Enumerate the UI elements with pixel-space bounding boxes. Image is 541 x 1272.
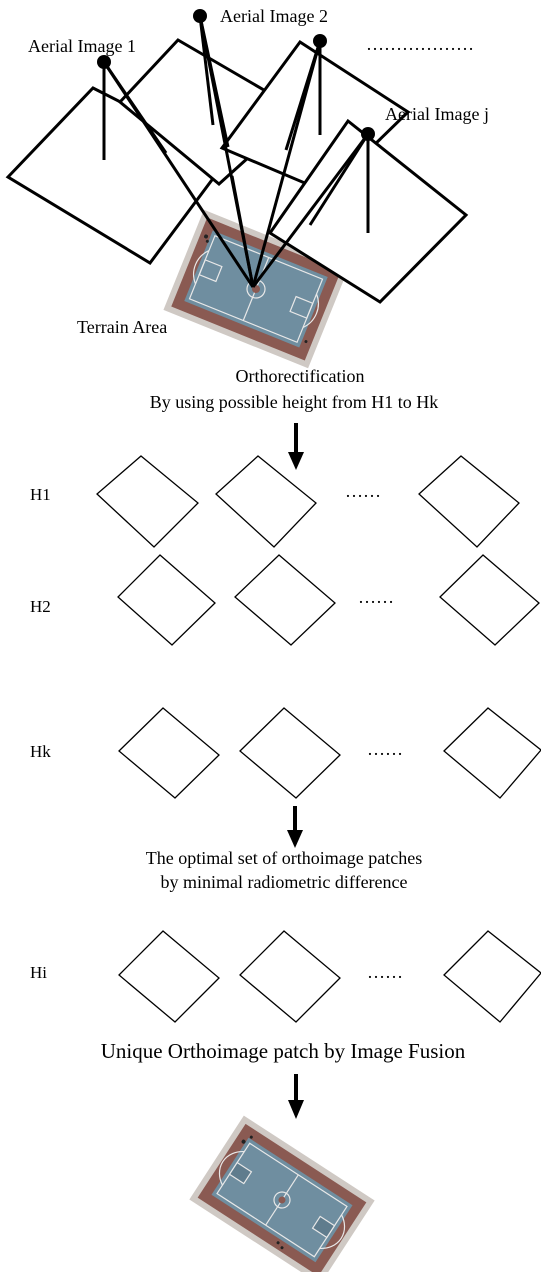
terrain-area-image (163, 209, 349, 369)
terrain-area-label: Terrain Area (77, 317, 167, 337)
projection-center-1 (97, 55, 111, 69)
height-row-h2-dots: …… (358, 587, 394, 607)
orthorectification-subtitle: By using possible height from H1 to Hk (150, 392, 439, 412)
aerial-image-1-label: Aerial Image 1 (28, 36, 136, 56)
height-row-h1-dots: …… (345, 481, 381, 501)
ortho-patch (215, 455, 317, 548)
ortho-patch (96, 455, 199, 548)
height-label-h1: H1 (30, 485, 51, 504)
aerial-images-ellipsis: ……………… (366, 34, 474, 54)
height-label-h2: H2 (30, 597, 51, 616)
projection-center-j (361, 127, 375, 141)
projection-rays (102, 15, 370, 288)
ortho-patch (234, 554, 336, 646)
aerial-image-j-label: Aerial Image j (385, 104, 489, 124)
arrow-to-fused-patch (288, 1074, 304, 1119)
ortho-patch (443, 930, 541, 1023)
ortho-patch (118, 930, 220, 1023)
arrow-to-height-rows (288, 423, 304, 470)
height-label-hk: Hk (30, 742, 51, 761)
height-row-h1: H1 …… (30, 455, 520, 548)
arrow-to-optimal-set (287, 806, 303, 848)
optimal-set-line1: The optimal set of orthoimage patches (146, 848, 422, 868)
orthorectification-title: Orthorectification (236, 366, 365, 386)
height-row-hk-dots: …… (367, 739, 403, 759)
ortho-patch (439, 554, 540, 646)
fusion-label: Unique Orthoimage patch by Image Fusion (101, 1039, 466, 1063)
ortho-patch (443, 707, 541, 799)
ortho-patch (239, 930, 341, 1023)
height-row-h2: H2 …… (30, 554, 540, 646)
ortho-patch (118, 707, 220, 799)
ortho-patch (239, 707, 341, 799)
ortho-patch (117, 554, 216, 646)
aerial-image-2-label: Aerial Image 2 (220, 6, 328, 26)
selected-row-dots: …… (367, 962, 403, 982)
height-label-hi: Hi (30, 963, 47, 982)
height-row-hk: Hk …… (30, 707, 541, 799)
projection-center-2 (193, 9, 207, 23)
projection-centers (97, 9, 375, 141)
optimal-set-line2: by minimal radiometric difference (160, 872, 407, 892)
selected-row-hi: Hi …… (30, 930, 541, 1023)
ortho-patch (418, 455, 520, 548)
fused-orthoimage-patch (189, 1115, 375, 1272)
projection-center-3 (313, 34, 327, 48)
